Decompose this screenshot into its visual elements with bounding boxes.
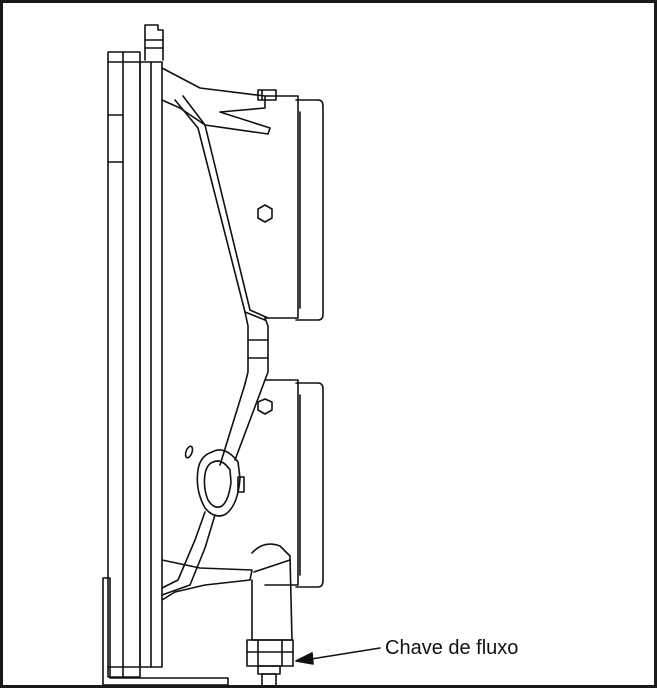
upper-strut (161, 67, 271, 321)
flow-switch (246, 543, 294, 687)
bottom-bracket (102, 577, 229, 686)
lower-fitting (295, 382, 324, 588)
lower-strut (161, 511, 253, 601)
callout-arrow (295, 647, 381, 665)
lower-body (184, 379, 299, 586)
upper-body (257, 89, 299, 319)
flow-switch-label: Chave de fluxo (385, 637, 519, 659)
middle-waist (219, 311, 269, 466)
handle-loop (196, 449, 245, 517)
top-tab (144, 24, 164, 61)
upper-fitting (295, 99, 324, 321)
front-plate (107, 51, 141, 678)
body-flange (139, 61, 163, 668)
